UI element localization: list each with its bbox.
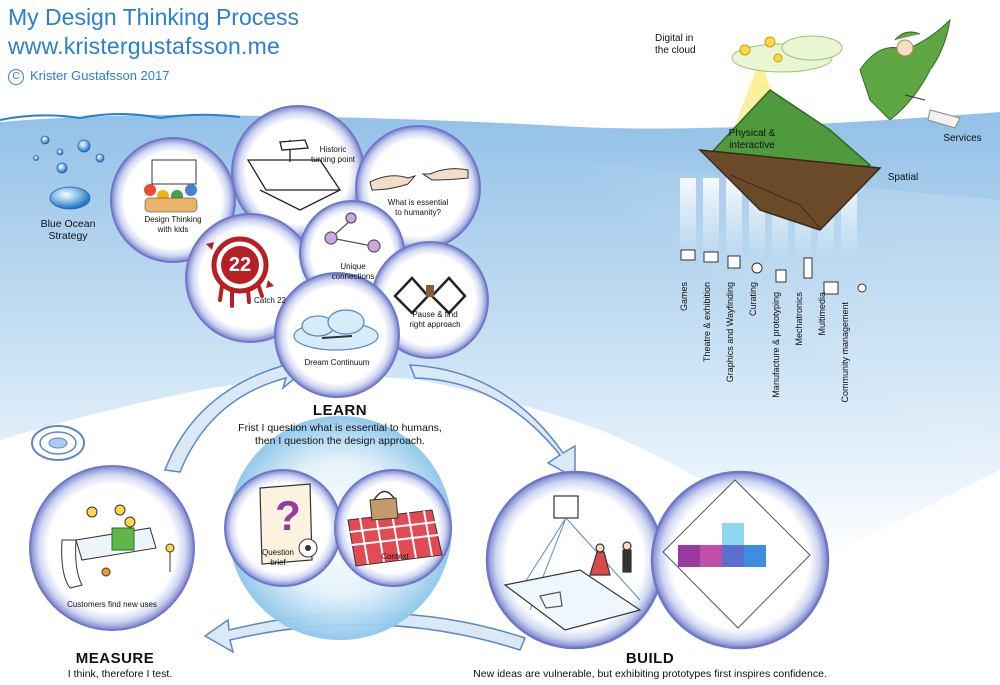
dream-label: Dream Continuum	[304, 358, 370, 367]
category-curating: Curating	[748, 282, 758, 317]
connections-drawing	[324, 212, 381, 253]
peter-pan	[859, 18, 961, 129]
category-theatre-exhibition: Theatre & exhibition	[702, 282, 712, 363]
page-title: My Design Thinking Process	[8, 4, 300, 30]
measure-drawing	[61, 504, 175, 589]
blue-ocean-label: Blue Ocean Strategy	[40, 218, 96, 242]
category-multimedia: Multimedia	[817, 292, 827, 336]
squares-drawing	[662, 479, 811, 629]
kids-label: Design Thinking with kids	[144, 215, 202, 234]
historic-drawing	[246, 139, 342, 211]
question-mark: ?	[275, 492, 301, 539]
measure-description: I think, therefore I test.	[67, 668, 173, 680]
pause-drawing	[393, 276, 467, 315]
copyright-text: Krister Gustafsson 2017	[30, 68, 170, 83]
arrow-learn-to-build	[408, 364, 576, 480]
learn-description: Frist I question what is essential to hu…	[238, 422, 442, 447]
category-games: Games	[679, 282, 689, 312]
services-label: Services	[943, 133, 982, 144]
category-manufacture-prototyping: Manufacture & prototyping	[771, 292, 781, 398]
measure-title: MEASURE	[75, 650, 155, 667]
category-mechatronics: Mechatronics	[794, 292, 804, 346]
build-title: BUILD	[625, 650, 675, 667]
category-community-management: Community management	[840, 302, 850, 403]
kids-drawing	[144, 159, 198, 213]
moon-stars	[739, 36, 783, 63]
catch22-drawing	[206, 236, 274, 308]
water-drops	[33, 135, 105, 210]
measure-bubble-label: Customers find new uses	[67, 600, 157, 609]
catch22-label: Catch 22	[253, 296, 287, 305]
hands-drawing	[369, 168, 469, 191]
ripple-drop	[31, 425, 85, 461]
dream-drawing	[293, 309, 379, 351]
scroll-drawing	[259, 483, 318, 565]
context-label: Context	[381, 552, 409, 561]
pause-label: Pause & find right approach	[409, 310, 461, 329]
question-brief-label: Question brief	[261, 548, 295, 567]
essential-label: What is essential to humanity?	[387, 198, 449, 217]
category-icons	[680, 249, 867, 295]
copyright-icon: C	[8, 68, 24, 85]
unique-label: Unique connections	[331, 262, 375, 281]
copyright: C Krister Gustafsson 2017	[8, 68, 169, 85]
build-description: New ideas are vulnerable, but exhibiting…	[473, 668, 827, 680]
historic-label: Historic turning point	[310, 145, 356, 164]
physical-interactive-label: Physical & interactive	[728, 128, 776, 151]
website-link[interactable]: www.kristergustafsson.me	[8, 33, 280, 59]
catch22-number: 22	[228, 254, 252, 276]
learn-title: LEARN	[312, 402, 368, 419]
picnic-drawing	[347, 490, 443, 567]
category-graphics-wayfinding: Graphics and Wayfinding	[725, 282, 735, 383]
spatial-label: Spatial	[887, 172, 919, 183]
floating-island	[697, 89, 882, 231]
projector-drawing	[503, 495, 642, 631]
digital-cloud-label: Digital in the cloud	[655, 33, 696, 56]
